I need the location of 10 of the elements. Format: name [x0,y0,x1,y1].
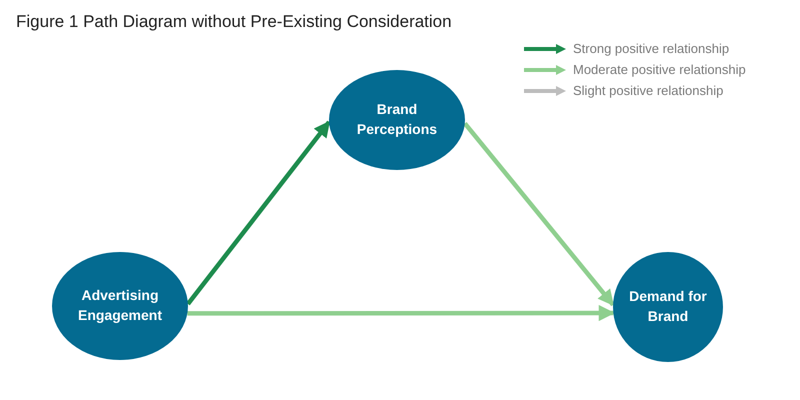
node-label: Demand for Brand [628,287,708,326]
arrow [187,304,615,322]
legend-label: Slight positive relationship [573,83,724,98]
node-label: Advertising Engagement [76,286,163,325]
legend-label: Moderate positive relationship [573,62,746,77]
figure-title: Figure 1 Path Diagram without Pre-Existing Consideration [16,12,452,32]
node-label: Brand Perceptions [356,100,438,139]
arrow [186,120,331,306]
legend-label: Strong positive relationship [573,41,730,56]
arrow [463,122,615,306]
